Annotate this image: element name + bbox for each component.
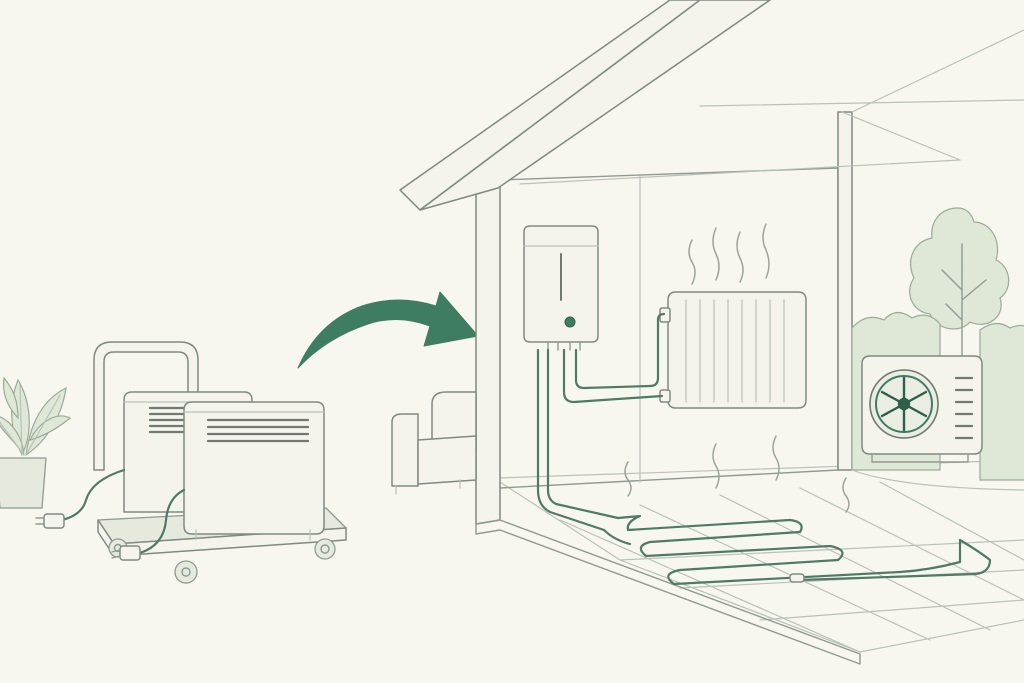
fan-icon <box>880 376 928 432</box>
garden-tree-icon <box>909 207 1010 361</box>
heat-pump-unit <box>861 355 983 463</box>
electric-heater-front <box>183 401 325 541</box>
heating-pipes <box>536 312 666 532</box>
house-cutaway <box>399 0 1024 665</box>
heat-waves <box>688 223 770 285</box>
wall-radiator <box>659 291 807 409</box>
boiler-unit <box>523 225 599 351</box>
boiler-indicator-icon <box>564 316 576 328</box>
houseplant-icon <box>0 376 72 509</box>
underfloor-heating-loop <box>602 514 992 586</box>
arrow-right-icon <box>297 291 479 369</box>
power-plug-icon <box>111 545 141 561</box>
power-plug-icon <box>35 513 65 529</box>
floor-heat-waves <box>624 435 850 513</box>
sofa <box>391 391 477 495</box>
trolley-with-heaters <box>35 341 347 584</box>
